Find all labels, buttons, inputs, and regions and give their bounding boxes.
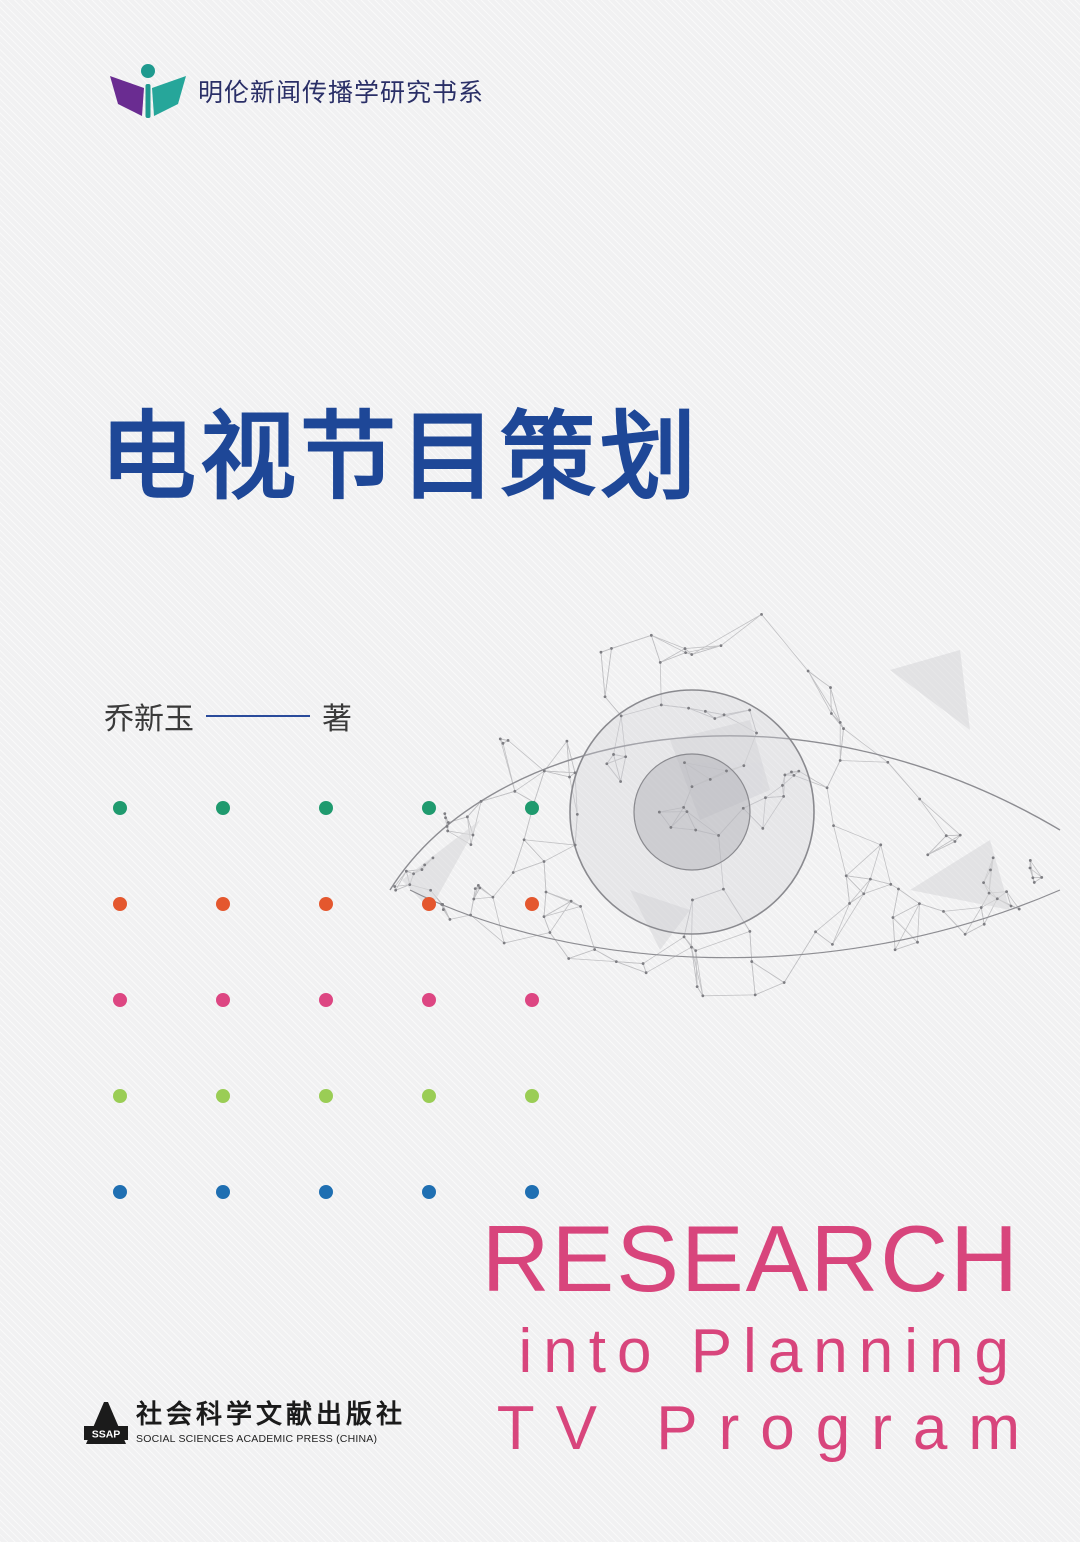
grid-dot: [319, 1089, 333, 1103]
author-rule: [206, 715, 310, 717]
book-title: 电视节目策划: [100, 401, 700, 513]
grid-dot: [319, 993, 333, 1007]
publisher-name-en: SOCIAL SCIENCES ACADEMIC PRESS (CHINA): [136, 1432, 378, 1445]
grid-dot: [319, 897, 333, 911]
book-reader-logo-icon: [110, 64, 186, 118]
author-role: 著: [322, 702, 352, 737]
ssap-logo-icon: SSAP: [84, 1402, 128, 1444]
grid-dot: [422, 1089, 436, 1103]
english-title-line2: into Planning: [518, 1316, 1020, 1386]
english-title: RESEARCH into Planning TV Program: [481, 1206, 1020, 1468]
publisher-name-cn: 社会科学文献出版社: [136, 1400, 407, 1431]
author-name: 乔新玉: [104, 702, 194, 737]
grid-dot: [422, 1185, 436, 1199]
wireframe-eye-icon: [389, 612, 1061, 998]
grid-dot: [319, 1185, 333, 1199]
english-title-line3: TV Program: [496, 1394, 1041, 1464]
author-line: 乔新玉 著: [104, 694, 352, 738]
english-title-line1: RESEARCH: [481, 1206, 1020, 1311]
grid-dot: [113, 897, 127, 911]
series-header: 明伦新闻传播学研究书系: [108, 62, 484, 120]
grid-dot: [113, 801, 127, 815]
svg-text:SSAP: SSAP: [92, 1429, 121, 1441]
grid-dot: [216, 897, 230, 911]
grid-dot: [525, 1185, 539, 1199]
grid-dot: [216, 1185, 230, 1199]
series-name: 明伦新闻传播学研究书系: [198, 78, 485, 107]
grid-dot: [113, 993, 127, 1007]
grid-dot: [216, 801, 230, 815]
grid-dot: [113, 1089, 127, 1103]
grid-dot: [525, 1089, 539, 1103]
grid-dot: [216, 993, 230, 1007]
publisher: SSAP 社会科学文献出版社 SOCIAL SCIENCES ACADEMIC …: [84, 1400, 406, 1446]
grid-dot: [113, 1185, 127, 1199]
grid-dot: [319, 801, 333, 815]
grid-dot: [216, 1089, 230, 1103]
